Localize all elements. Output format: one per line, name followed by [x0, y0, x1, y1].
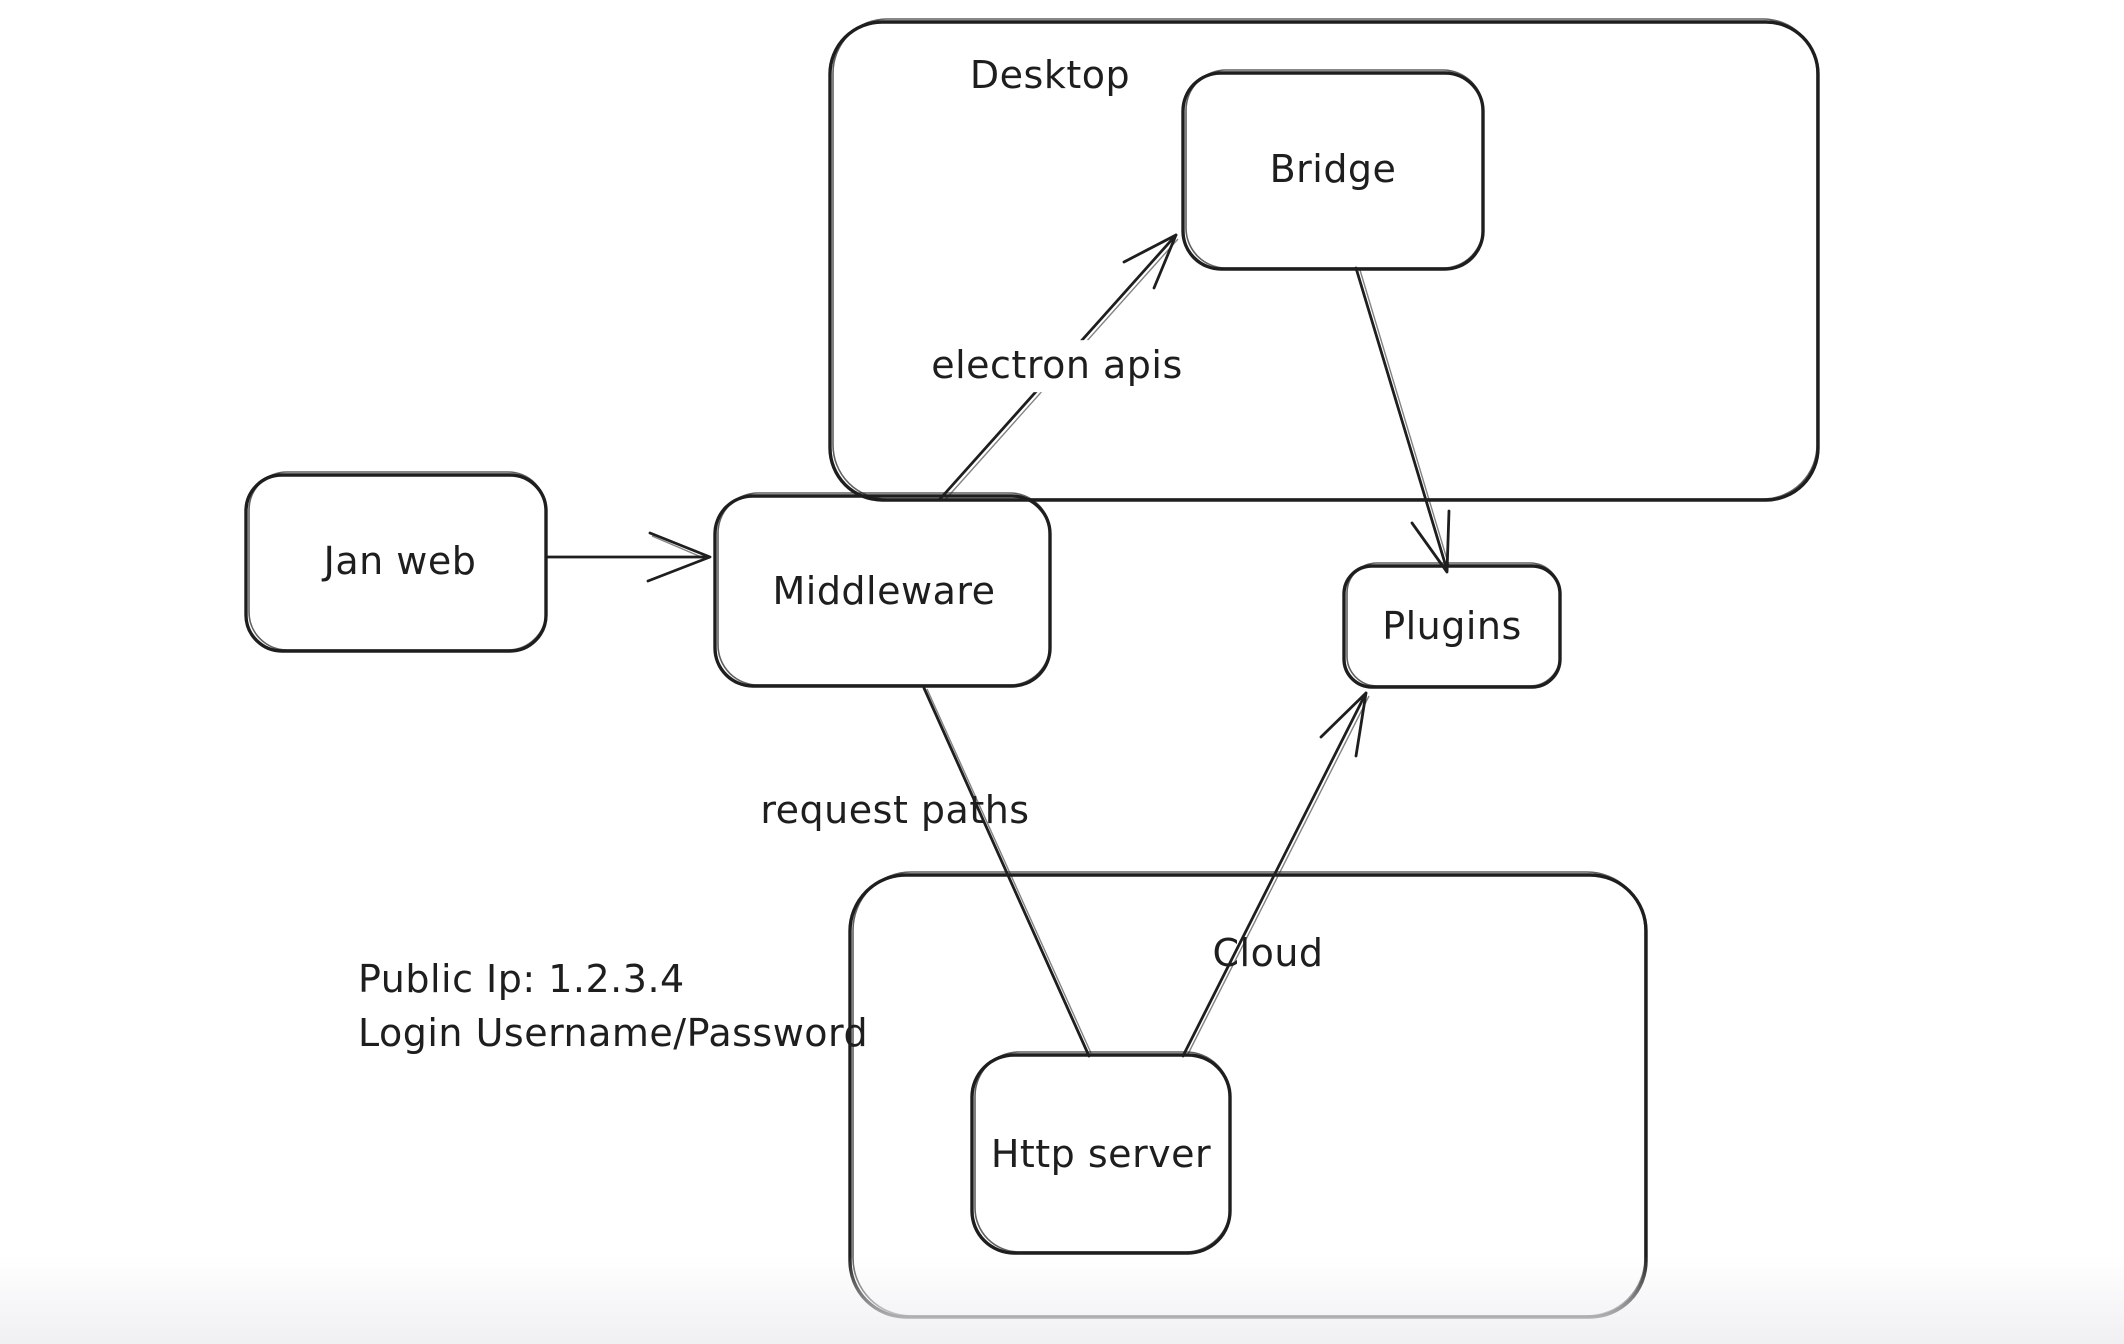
desktop-container-label[interactable]: Desktop	[969, 53, 1131, 98]
edge-http-server-to-plugins[interactable]	[1183, 693, 1369, 1056]
middleware-node-label[interactable]: Middleware	[772, 569, 996, 614]
edge-bridge-to-plugins[interactable]	[1356, 268, 1449, 572]
cloud-container-label[interactable]: Cloud	[1212, 931, 1324, 976]
edge-middleware-to-http-server[interactable]	[924, 688, 1091, 1056]
credentials-note[interactable]: Public Ip: 1.2.3.4 Login Username/Passwo…	[358, 952, 868, 1060]
plugins-node-label[interactable]: Plugins	[1382, 604, 1522, 649]
request-paths-edge-label[interactable]: request paths	[760, 788, 1030, 833]
credentials-note-line2: Login Username/Password	[358, 1011, 869, 1055]
jan-web-node-outline[interactable]	[246, 472, 546, 651]
middleware-node-outline[interactable]	[715, 493, 1050, 686]
http-server-node-outline[interactable]	[972, 1052, 1230, 1253]
http-server-node-label[interactable]: Http server	[990, 1132, 1212, 1177]
edge-jan-web-to-middleware[interactable]	[546, 533, 710, 581]
desktop-container-outline[interactable]	[830, 19, 1818, 500]
plugins-node-outline[interactable]	[1344, 563, 1560, 687]
jan-web-node-label[interactable]: Jan web	[323, 539, 477, 584]
bridge-node-outline[interactable]	[1183, 70, 1483, 269]
credentials-note-line1: Public Ip: 1.2.3.4	[358, 957, 685, 1001]
electron-apis-edge-label[interactable]: electron apis	[921, 340, 1193, 392]
bridge-node-label[interactable]: Bridge	[1269, 147, 1397, 192]
